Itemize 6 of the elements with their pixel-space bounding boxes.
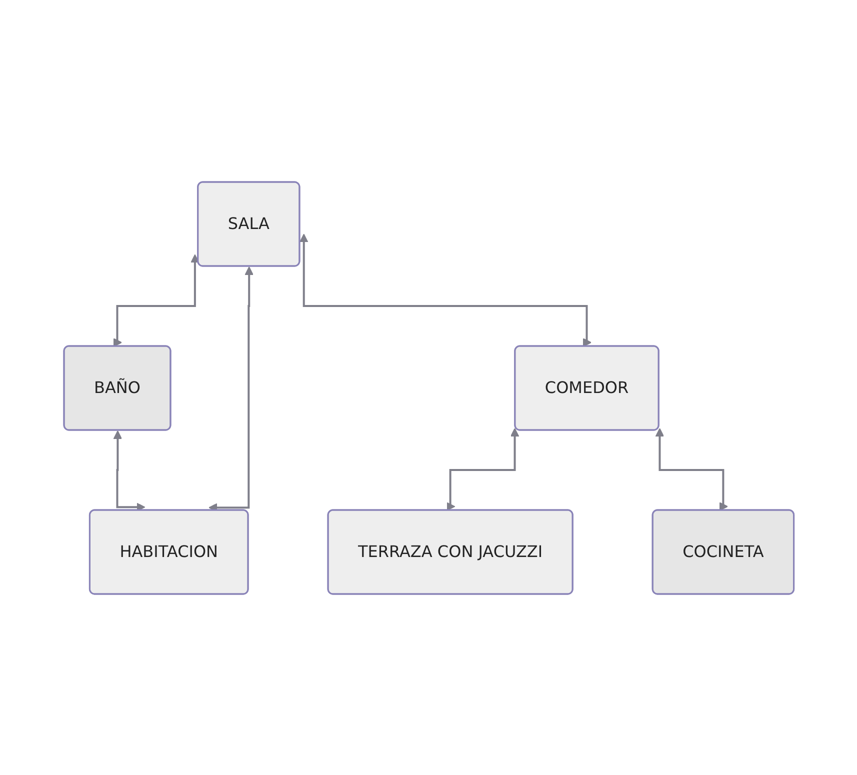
arrow	[112, 430, 145, 511]
arrow	[654, 428, 728, 510]
arrow	[299, 233, 592, 346]
arrow	[446, 428, 519, 510]
arrow	[112, 254, 199, 346]
arrow	[208, 266, 254, 512]
